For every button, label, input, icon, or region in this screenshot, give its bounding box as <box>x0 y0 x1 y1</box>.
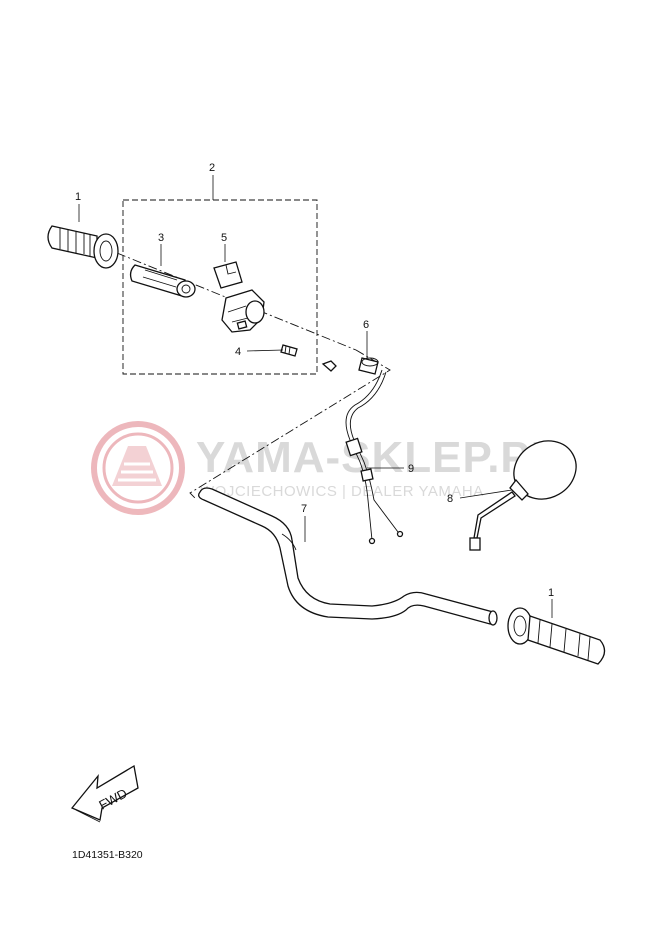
callout-5: 5 <box>221 232 227 244</box>
left-grip <box>47 225 119 269</box>
callout-8: 8 <box>447 493 453 505</box>
right-grip <box>507 607 606 665</box>
callout-4: 4 <box>235 346 241 358</box>
callout-3: 3 <box>158 232 164 244</box>
diagram-reference: 1D41351-B320 <box>72 849 143 861</box>
handlebar <box>198 487 498 626</box>
throttle-housing <box>221 289 265 333</box>
watermark-subtitle: WOJCIECHOWICS | DEALER YAMAHA <box>200 483 484 500</box>
leader-4 <box>246 349 284 352</box>
callout-2: 2 <box>209 162 215 174</box>
callout-1: 1 <box>75 191 81 203</box>
callout-6: 6 <box>363 319 369 331</box>
throttle-cable <box>345 369 404 545</box>
leader-8 <box>459 489 513 499</box>
collar <box>358 357 379 375</box>
callout-1-right: 1 <box>548 587 554 599</box>
yamaha-logo-icon <box>91 421 185 515</box>
cover-plate <box>213 261 243 289</box>
callout-7: 7 <box>301 503 307 515</box>
assembly-box-2 <box>122 199 318 375</box>
throttle-tube <box>129 264 196 298</box>
centerline <box>116 252 391 499</box>
screw <box>280 344 337 372</box>
fwd-arrow-icon <box>70 764 139 823</box>
mirror <box>469 440 577 551</box>
watermark-title: YAMA-SKLEP.PL <box>196 433 559 482</box>
callout-9: 9 <box>408 463 414 475</box>
